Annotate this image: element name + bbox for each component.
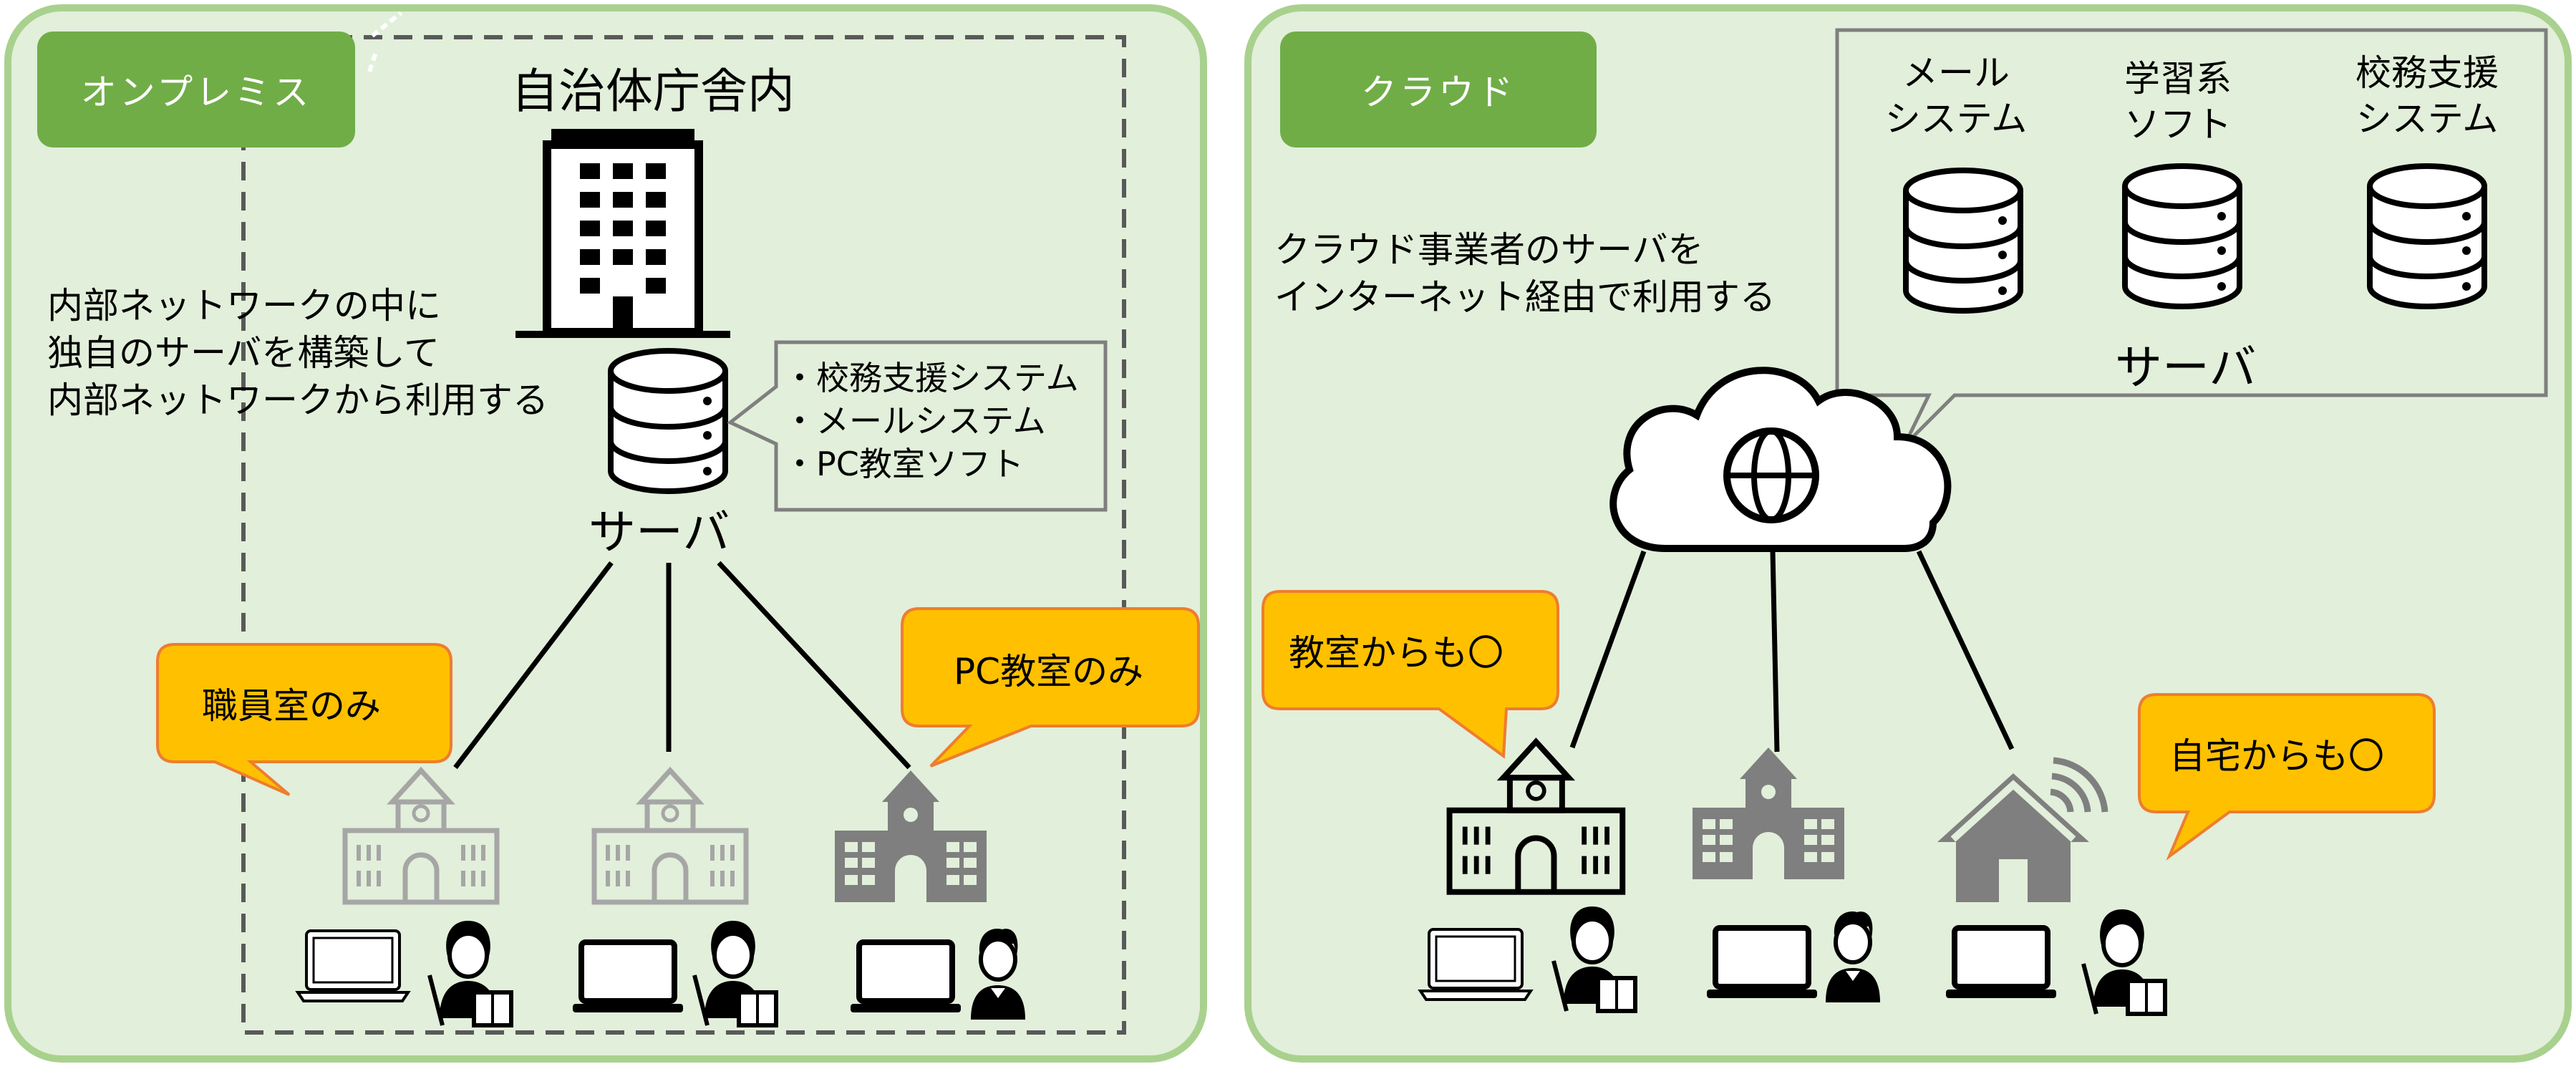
server-label: サーバ: [589, 505, 730, 560]
bubble-classroom-text: 教室からも〇: [1289, 632, 1504, 674]
description-line: 内部ネットワークから利用する: [47, 379, 548, 421]
office-boundary: [241, 35, 1126, 1035]
bubble-pc-room: [901, 607, 1200, 768]
description-line: クラウド事業者のサーバを: [1274, 229, 1704, 271]
student-icon: [1826, 911, 1880, 1002]
cloud-server-label: サーバ: [2115, 340, 2257, 395]
laptop-icon: [1419, 928, 1532, 1001]
cloud-globe-icon: [1609, 367, 1952, 552]
database-icon: [2125, 166, 2240, 306]
onpremise-tag: オンプレミス: [37, 32, 355, 147]
description-line: 独自のサーバを構築して: [47, 332, 440, 374]
system-item: ・校務支援システム: [783, 359, 1079, 397]
description-line: 内部ネットワークの中に: [47, 285, 441, 326]
teacher-icon: [1554, 906, 1635, 1011]
database-icon: [1906, 170, 2020, 311]
teacher-icon: [694, 921, 776, 1025]
school-icon: [1693, 748, 1844, 879]
school-icon: [1450, 742, 1623, 892]
system-item: ・PC教室ソフト: [783, 445, 1024, 483]
bubble-home: [2138, 693, 2436, 861]
laptop-icon: [296, 929, 410, 1002]
systems-callout: [727, 340, 1108, 512]
teacher-icon: [2083, 909, 2165, 1014]
service-label-learning: 学習系 ソフト: [2124, 58, 2232, 145]
laptop-icon: [573, 942, 683, 1012]
laptop-icon: [1946, 928, 2056, 998]
student-icon: [971, 929, 1025, 1020]
office-title: 自治体庁舎内: [511, 64, 795, 119]
bubble-pc-text: PC教室のみ: [954, 651, 1144, 692]
school-icon: [594, 770, 746, 902]
cloud-tag: クラウド: [1280, 32, 1597, 147]
laptop-icon: [1707, 928, 1817, 998]
bubble-home-text: 自宅からも〇: [2169, 735, 2384, 777]
onpremise-description: 内部ネットワークの中に 独自のサーバを構築して 内部ネットワークから利用する: [47, 282, 548, 424]
system-item: ・メールシステム: [783, 402, 1046, 440]
systems-list: ・校務支援システム ・メールシステム ・PC教室ソフト: [783, 357, 1079, 485]
cloud-description: クラウド事業者のサーバを インターネット経由で利用する: [1274, 226, 1776, 321]
bubble-classroom: [1262, 590, 1559, 759]
service-label-school-affairs: 校務支援 システム: [2355, 52, 2499, 140]
bubble-staff-text: 職員室のみ: [202, 685, 381, 727]
school-icon: [835, 770, 987, 902]
database-icon: [2370, 166, 2484, 306]
service-label-mail: メール システム: [1884, 52, 2028, 140]
school-icon: [345, 770, 497, 902]
bubble-staff-room: [156, 643, 452, 796]
database-icon: [611, 351, 725, 491]
teacher-icon: [430, 921, 511, 1025]
home-wifi-icon: [1937, 757, 2108, 902]
description-line: インターネット経由で利用する: [1274, 276, 1776, 318]
building-icon: [515, 129, 730, 338]
laptop-icon: [851, 942, 961, 1012]
